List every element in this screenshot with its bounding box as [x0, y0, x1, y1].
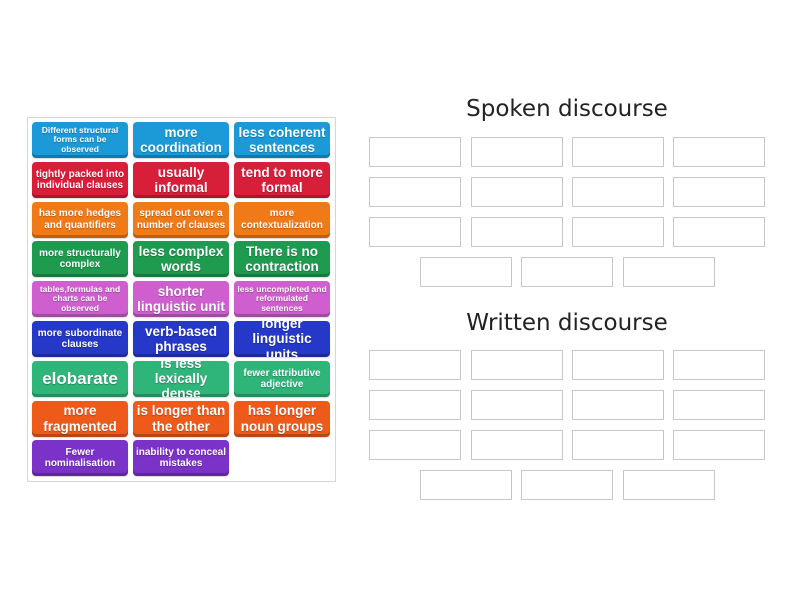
answer-card[interactable]: more contextualization [234, 201, 330, 238]
answer-card-label: more subordinate clauses [37, 327, 123, 350]
answer-card[interactable]: is less lexically dense [133, 360, 229, 397]
answer-card-label: spread out over a number of clauses [136, 208, 226, 231]
drop-slot-spoken[interactable] [471, 217, 563, 247]
answer-card[interactable]: less coherent sentences [234, 122, 330, 158]
drop-slot-written[interactable] [420, 470, 512, 500]
answer-card-label: less uncompleted and reformulated senten… [237, 283, 327, 313]
answer-card-label: has longer noun groups [240, 403, 324, 434]
answer-card[interactable]: Different structural forms can be observ… [32, 122, 128, 158]
answer-card[interactable]: has longer noun groups [234, 400, 330, 437]
drop-slot-spoken[interactable] [369, 217, 461, 247]
answer-card[interactable]: more coordination [133, 122, 229, 158]
drop-slot-written[interactable] [673, 430, 765, 460]
answer-card-label: has more hedges and quantifiers [38, 208, 122, 231]
drop-slot-spoken[interactable] [572, 217, 664, 247]
answer-card[interactable]: tables,formulas and charts can be observ… [32, 281, 128, 318]
answer-card-label: There is no contraction [245, 244, 319, 275]
answer-card[interactable]: more fragmented [32, 400, 128, 437]
answer-card[interactable]: has more hedges and quantifiers [32, 201, 128, 238]
answer-card-label: less coherent sentences [238, 124, 326, 155]
answer-card-label: longer linguistic units [252, 321, 312, 357]
answer-card-label: more structurally complex [39, 248, 121, 271]
answer-card[interactable]: Fewer nominalisation [32, 440, 128, 477]
drop-slot-written[interactable] [369, 350, 461, 380]
answer-card[interactable]: longer linguistic units [234, 321, 330, 357]
drop-slot-spoken[interactable] [369, 177, 461, 207]
answer-card[interactable]: more structurally complex [32, 241, 128, 278]
drop-slot-written[interactable] [673, 390, 765, 420]
answer-card-label: is less lexically dense [154, 360, 208, 397]
drop-slot-spoken[interactable] [673, 137, 765, 167]
drop-slot-spoken[interactable] [471, 137, 563, 167]
answer-card[interactable]: spread out over a number of clauses [133, 201, 229, 238]
drop-slot-written[interactable] [623, 470, 715, 500]
answer-card-label: elobarate [42, 369, 118, 389]
answer-card[interactable]: shorter linguistic unit [133, 281, 229, 318]
answer-card[interactable]: less complex words [133, 241, 229, 278]
drop-slot-written[interactable] [673, 350, 765, 380]
answer-card[interactable]: less uncompleted and reformulated senten… [234, 281, 330, 318]
drop-slot-written[interactable] [369, 390, 461, 420]
answer-card-label: tables,formulas and charts can be observ… [39, 283, 121, 313]
answer-card[interactable]: tend to more formal [234, 161, 330, 198]
drop-slot-written[interactable] [572, 390, 664, 420]
drop-slot-spoken[interactable] [572, 137, 664, 167]
group-title-spoken: Spoken discourse [466, 96, 668, 122]
answer-card[interactable]: elobarate [32, 360, 128, 397]
answer-card-label: Fewer nominalisation [44, 447, 116, 470]
answer-card-label: less complex words [138, 244, 224, 275]
answer-card[interactable]: more subordinate clauses [32, 321, 128, 357]
drop-slot-spoken[interactable] [673, 177, 765, 207]
drop-slot-written[interactable] [521, 470, 613, 500]
answer-card-label: shorter linguistic unit [137, 284, 225, 315]
answer-card-label: usually informal [154, 164, 208, 195]
answer-card-label: tightly packed into individual clauses [35, 168, 125, 191]
drop-slot-written[interactable] [572, 430, 664, 460]
drop-slot-spoken[interactable] [521, 257, 613, 287]
answer-card[interactable]: inability to conceal mistakes [133, 440, 229, 477]
drop-slot-written[interactable] [369, 430, 461, 460]
drop-slot-written[interactable] [471, 430, 563, 460]
drop-slot-written[interactable] [572, 350, 664, 380]
drop-slot-spoken[interactable] [623, 257, 715, 287]
answer-card-label: inability to conceal mistakes [135, 447, 227, 470]
drop-slot-spoken[interactable] [369, 137, 461, 167]
answer-card[interactable]: fewer attributive adjective [234, 360, 330, 397]
drop-slot-spoken[interactable] [471, 177, 563, 207]
answer-card-label: fewer attributive adjective [243, 367, 321, 390]
answer-card-label: more fragmented [43, 403, 117, 434]
answer-card[interactable]: verb-based phrases [133, 321, 229, 357]
answer-card[interactable]: usually informal [133, 161, 229, 198]
drop-slot-spoken[interactable] [572, 177, 664, 207]
drop-slot-spoken[interactable] [420, 257, 512, 287]
answer-card[interactable]: is longer than the other [133, 400, 229, 437]
answer-card-label: more coordination [140, 124, 222, 155]
drop-slot-spoken[interactable] [673, 217, 765, 247]
drop-slot-written[interactable] [471, 390, 563, 420]
card-panel: Different structural forms can be observ… [27, 117, 336, 482]
answer-card-label: is longer than the other [136, 403, 226, 434]
group-title-written: Written discourse [466, 310, 668, 336]
answer-card-label: tend to more formal [241, 164, 323, 195]
answer-card-label: more contextualization [241, 208, 323, 231]
answer-card[interactable]: There is no contraction [234, 241, 330, 278]
answer-card-label: verb-based phrases [144, 323, 218, 354]
answer-card-label: Different structural forms can be observ… [41, 124, 119, 154]
drop-slot-written[interactable] [471, 350, 563, 380]
answer-card[interactable]: tightly packed into individual clauses [32, 161, 128, 198]
